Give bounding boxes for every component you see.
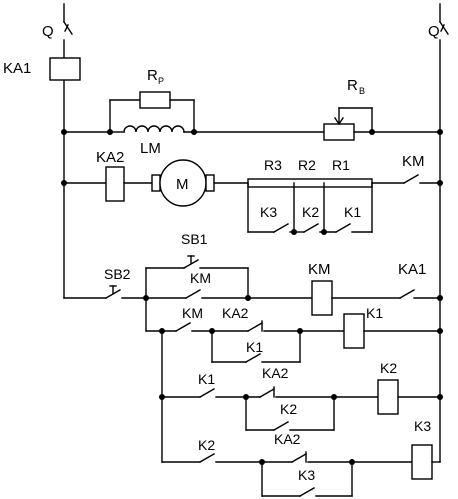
control-row-k3 (161, 444, 441, 497)
k1-k2-contact-label: K1 (198, 371, 215, 387)
motor-brush-right (205, 174, 215, 192)
ka2-k1-contact-label: KA2 (222, 305, 249, 321)
ka1-coil (49, 57, 81, 81)
lm-field-winding (123, 125, 185, 133)
km-k1-contact-label: KM (182, 305, 203, 321)
field-branch (61, 91, 443, 141)
km-coil-label: KM (308, 261, 331, 278)
ka2-coil-label: KA2 (96, 149, 124, 166)
sb1-label: SB1 (181, 231, 208, 247)
control-row-k1 (145, 297, 443, 363)
ka2-k3-contact-label: KA2 (274, 431, 301, 447)
right-bus (439, 3, 449, 463)
k1-coil (343, 313, 365, 349)
k1-coil-label: K1 (366, 305, 383, 321)
k3-hold-contact-label: K3 (298, 467, 315, 483)
km-main-contact-label: KM (402, 153, 425, 170)
rp-subscript: P (158, 76, 164, 86)
k2-k3-contact-label: K2 (198, 437, 215, 453)
k3-coil-label: K3 (414, 418, 431, 434)
k1-hold-contact-label: K1 (246, 339, 263, 355)
k3-coil (411, 444, 433, 480)
armature-branch (61, 159, 443, 235)
q-switch-label-right: Q (428, 23, 440, 40)
k2-bypass-label: K2 (302, 204, 319, 220)
sb2-label: SB2 (104, 266, 131, 282)
rb-subscript: B (359, 86, 365, 96)
r2-label: R2 (298, 157, 316, 173)
k3-bypass-label: K3 (260, 204, 277, 220)
motor-brush-left (151, 174, 161, 192)
control-row-km (63, 255, 443, 316)
control-row-k2 (159, 328, 443, 463)
ka1-coil-label: KA1 (3, 60, 31, 77)
ka2-coil (105, 166, 125, 202)
r1-label: R1 (332, 157, 350, 173)
rb-rheostat (323, 123, 355, 141)
k2-hold-contact-label: K2 (280, 401, 297, 417)
motor-label: M (176, 176, 189, 193)
km-hold-contact-label: KM (190, 270, 211, 286)
rp-label: R (147, 67, 158, 84)
r3-label: R3 (264, 157, 282, 173)
ka1-contact-label: KA1 (398, 261, 426, 278)
km-coil (311, 280, 333, 316)
rb-label: R (347, 77, 358, 94)
ka2-k2-contact-label: KA2 (262, 365, 289, 381)
starting-resistor (247, 178, 373, 188)
lm-label: LM (140, 140, 161, 157)
q-switch-label-left: Q (42, 23, 54, 40)
k2-coil-label: K2 (380, 360, 397, 376)
left-bus (63, 3, 73, 299)
rp-resistor (139, 91, 171, 109)
k2-coil (377, 379, 399, 415)
k1-bypass-label: K1 (344, 204, 361, 220)
